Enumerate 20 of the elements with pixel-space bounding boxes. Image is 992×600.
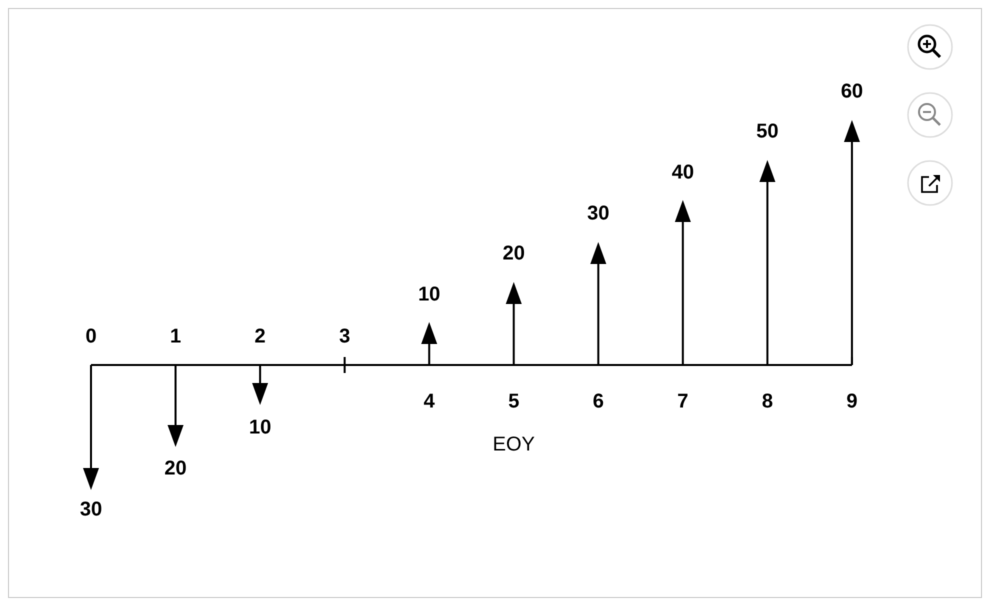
year-label: 7 [677, 390, 688, 414]
amount-label: 30 [80, 498, 102, 522]
year-label: 1 [170, 326, 182, 348]
amount-label: 30 [587, 202, 610, 226]
amount-label: 10 [418, 284, 440, 306]
year-label: 9 [846, 390, 858, 414]
amount-label: 60 [840, 80, 864, 104]
year-label: 5 [508, 390, 520, 414]
year-label: 0 [85, 326, 97, 348]
amount-label: 10 [248, 416, 272, 440]
amount-label: 20 [164, 458, 187, 480]
amount-label: 50 [756, 120, 779, 144]
year-label: 8 [762, 390, 773, 414]
amount-label: 40 [672, 162, 694, 184]
amount-label: 20 [502, 242, 525, 266]
year-label: 6 [592, 390, 604, 414]
year-label: 4 [424, 390, 435, 414]
axis-title: EOY [492, 434, 535, 456]
year-label: 3 [339, 326, 350, 348]
year-label: 2 [254, 326, 266, 348]
